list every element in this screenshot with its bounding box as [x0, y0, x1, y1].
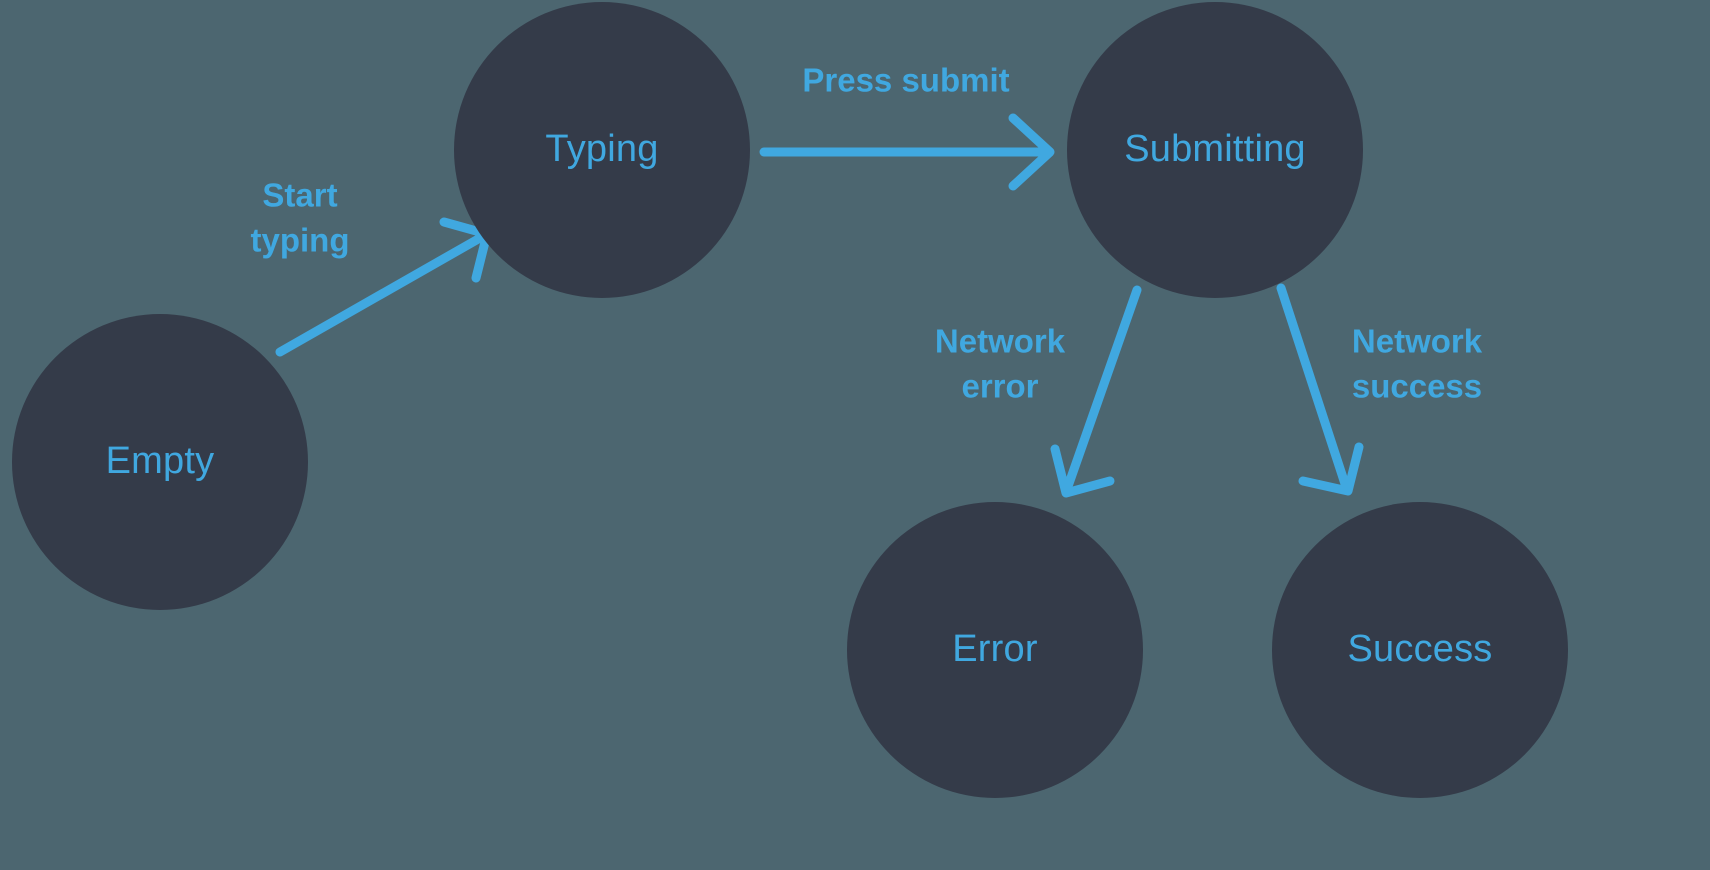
edge-press-submit: [759, 113, 1055, 191]
edge-network-error: [1050, 285, 1142, 498]
state-node-submitting[interactable]: Submitting: [1067, 2, 1363, 298]
state-node-typing[interactable]: Typing: [454, 2, 750, 298]
state-node-empty-label: Empty: [105, 440, 215, 483]
edge-start-typing-line: [275, 229, 492, 357]
edge-network-success-line: [1276, 283, 1352, 495]
state-node-error-label: Error: [952, 628, 1038, 671]
edge-network-success: [1276, 283, 1364, 496]
edge-label-network-error: Network error: [934, 322, 1066, 404]
state-node-typing-label: Typing: [545, 128, 659, 171]
edge-network-error-arrowhead: [1050, 444, 1115, 498]
state-node-success[interactable]: Success: [1272, 502, 1568, 798]
edge-label-network-success: Network success: [1351, 322, 1483, 404]
edge-label-press-submit: Press submit: [802, 61, 1010, 99]
state-node-submitting-label: Submitting: [1124, 128, 1306, 171]
state-node-success-label: Success: [1347, 628, 1493, 671]
edge-network-success-arrowhead: [1298, 442, 1364, 496]
edge-press-submit-arrowhead: [1008, 113, 1055, 191]
edge-label-start-typing: Start typing: [250, 176, 350, 258]
state-node-error[interactable]: Error: [847, 502, 1143, 798]
edge-network-error-line: [1061, 285, 1142, 497]
state-node-empty[interactable]: Empty: [12, 314, 308, 610]
